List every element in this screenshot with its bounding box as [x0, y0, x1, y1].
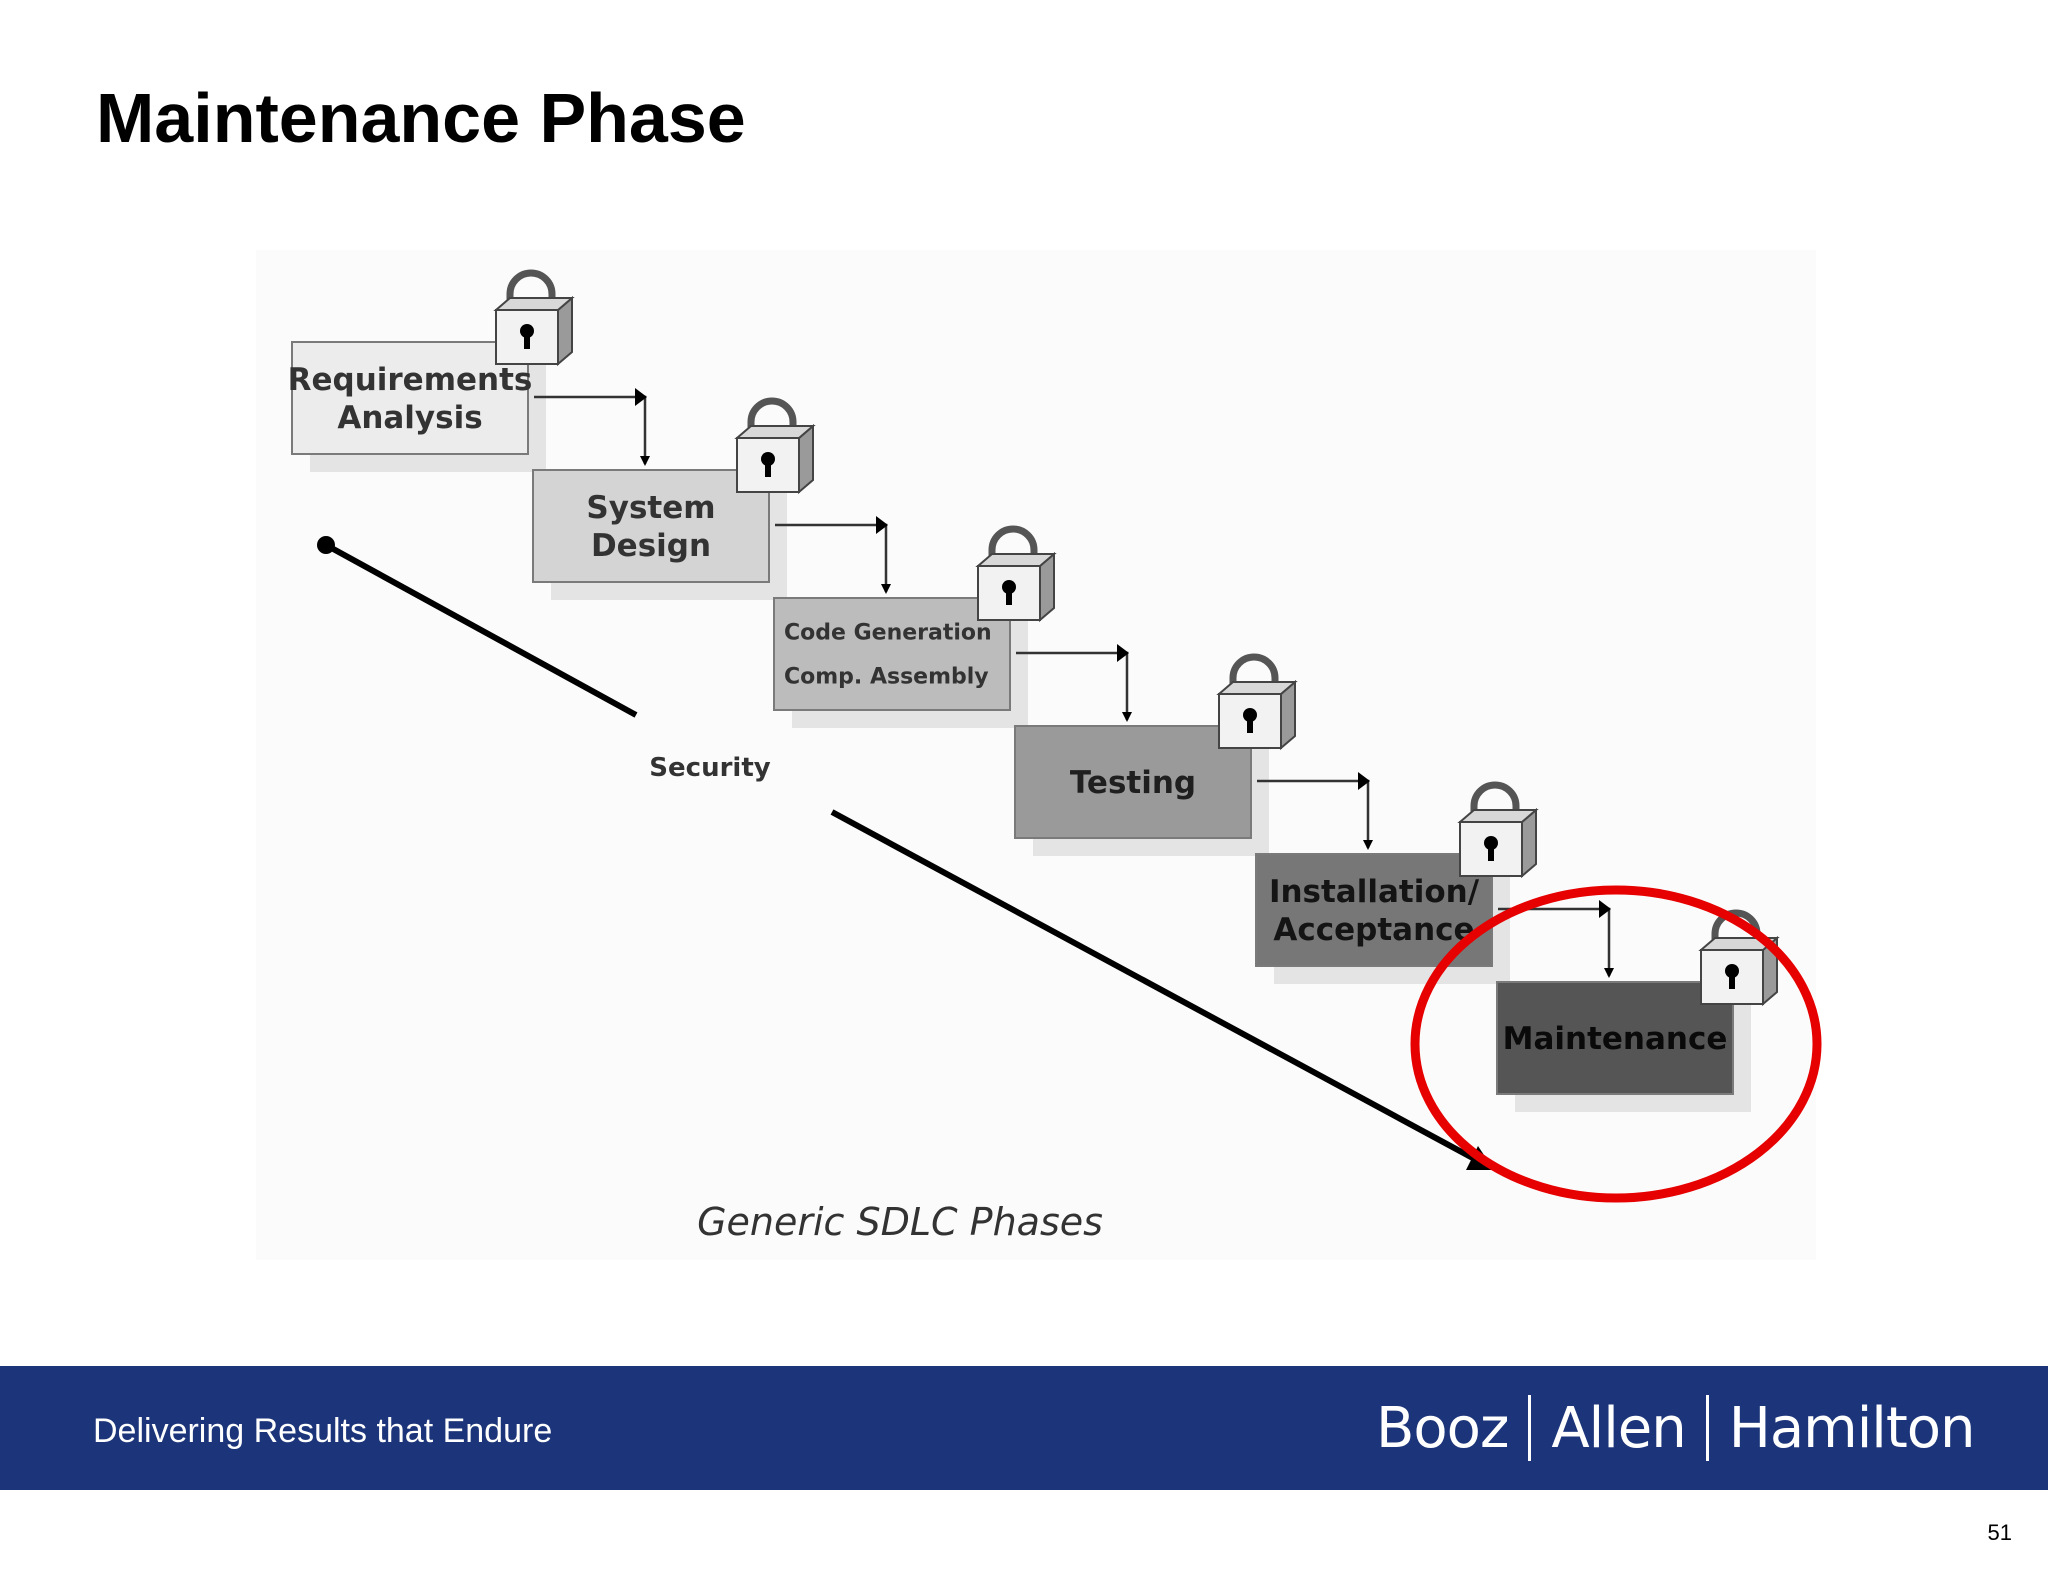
padlock-shackle — [747, 397, 797, 440]
logo-separator — [1528, 1395, 1532, 1461]
company-logo: Booz Allen Hamilton — [1376, 1388, 1976, 1468]
padlock-keyhole-slot — [524, 331, 530, 349]
padlock-top — [1216, 681, 1298, 695]
padlock-shackle — [1229, 653, 1279, 696]
connector-arrowhead — [1599, 900, 1611, 918]
footer-tagline: Delivering Results that Endure — [93, 1412, 553, 1450]
phase-label: Design — [591, 528, 711, 564]
phase-label: Analysis — [337, 400, 482, 436]
padlock-keyhole-slot — [1488, 843, 1494, 861]
padlock-shackle — [506, 269, 556, 312]
sdlc-diagram: Security RequirementsAnalysisSystemDesig… — [287, 269, 1822, 1244]
padlock-body — [977, 565, 1041, 621]
padlock-icon — [493, 269, 575, 367]
padlock-keyhole-slot — [1006, 587, 1012, 605]
padlock-keyhole-slot — [1247, 715, 1253, 733]
logo-word-allen: Allen — [1551, 1395, 1686, 1461]
security-label: Security — [649, 753, 770, 783]
timeline-line-lower — [830, 809, 1484, 1166]
padlock-icon — [1457, 781, 1539, 879]
phase-label: Comp. Assembly — [784, 665, 989, 690]
phase-4: Testing — [1014, 653, 1373, 856]
padlock-top — [975, 553, 1057, 567]
phase-label: Maintenance — [1503, 1021, 1728, 1057]
phase-box — [291, 341, 529, 455]
logo-word-hamilton: Hamilton — [1728, 1395, 1976, 1461]
phase-box — [532, 469, 770, 583]
phase-box — [1496, 981, 1734, 1095]
padlock-shackle — [988, 525, 1038, 568]
connector-arrowhead — [1117, 644, 1129, 662]
padlock-keyhole-slot — [1729, 971, 1735, 989]
slide-title: Maintenance Phase — [96, 79, 746, 157]
phase-box — [1014, 725, 1252, 839]
connector-arrowhead — [635, 388, 647, 406]
padlock-top — [493, 297, 575, 311]
phase-box — [1255, 853, 1493, 967]
phase-6: Maintenance — [1496, 909, 1780, 1112]
connector-arrowhead — [1358, 772, 1370, 790]
timeline-line-upper — [324, 542, 638, 718]
page-number: 51 — [1987, 1520, 2012, 1545]
padlock-top — [1457, 809, 1539, 823]
padlock-body — [495, 309, 559, 365]
phase-label: Installation/ — [1269, 874, 1480, 910]
phase-label: Requirements — [288, 362, 533, 398]
phase-label: Acceptance — [1273, 912, 1474, 948]
padlock-top — [734, 425, 816, 439]
maintenance-highlight-circle — [1410, 885, 1822, 1203]
logo-separator — [1705, 1395, 1709, 1461]
connector-arrowhead — [876, 516, 888, 534]
phase-label: Code Generation — [784, 621, 992, 646]
diagram-caption: Generic SDLC Phases — [697, 1200, 1103, 1244]
phase-box — [773, 597, 1011, 711]
phase-5: Installation/Acceptance — [1255, 781, 1614, 984]
padlock-shackle — [1470, 781, 1520, 824]
phase-label: Testing — [1070, 765, 1196, 801]
padlock-icon — [975, 525, 1057, 623]
padlock-icon — [1216, 653, 1298, 751]
padlock-keyhole-slot — [765, 459, 771, 477]
logo-word-booz: Booz — [1376, 1395, 1509, 1461]
phase-label: System — [586, 490, 715, 526]
padlock-icon — [734, 397, 816, 495]
